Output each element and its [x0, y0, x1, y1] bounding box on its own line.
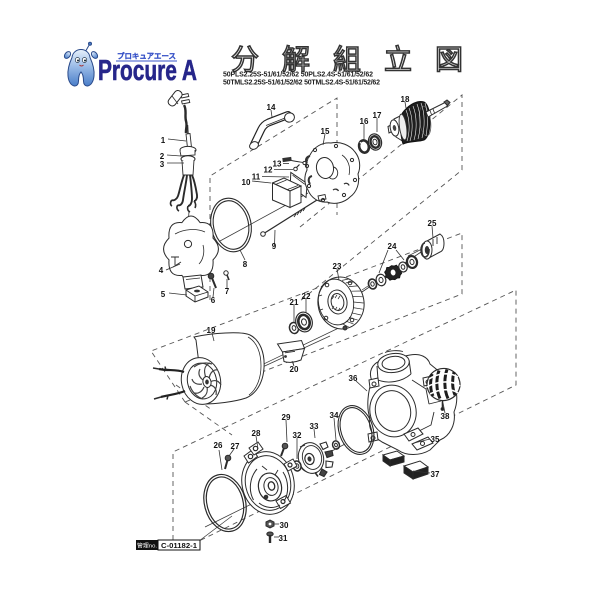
svg-text:25: 25	[428, 219, 437, 228]
svg-text:27: 27	[231, 442, 240, 451]
svg-text:10: 10	[242, 178, 251, 187]
svg-text:50TMLS2.25S-51/61/52/62 50TMLS: 50TMLS2.25S-51/61/52/62 50TMLS2.4S-51/61…	[223, 80, 380, 87]
svg-text:14: 14	[267, 103, 276, 112]
svg-text:28: 28	[252, 429, 261, 438]
svg-text:8: 8	[243, 260, 248, 269]
svg-text:20: 20	[290, 365, 299, 374]
svg-text:24: 24	[388, 242, 397, 251]
svg-text:12: 12	[264, 166, 273, 175]
svg-text:13: 13	[273, 160, 282, 169]
svg-text:4: 4	[159, 266, 164, 275]
svg-text:9: 9	[272, 242, 277, 251]
svg-text:分解組立図: 分解組立図	[231, 43, 486, 75]
svg-text:21: 21	[290, 298, 299, 307]
svg-text:50PLS2.25S-51/61/52/62 50PLS2: 50PLS2.25S-51/61/52/62 50PLS2.4S-51/61/5…	[223, 72, 373, 79]
svg-text:33: 33	[310, 422, 319, 431]
svg-text:C-01182-1: C-01182-1	[161, 541, 197, 550]
svg-text:19: 19	[207, 326, 216, 335]
svg-text:5: 5	[161, 290, 166, 299]
svg-text:29: 29	[282, 413, 291, 422]
svg-text:プロキュアエース: プロキュアエース	[117, 52, 176, 61]
svg-text:7: 7	[225, 287, 230, 296]
svg-text:Procure A: Procure A	[98, 55, 197, 87]
svg-text:3: 3	[160, 160, 165, 169]
svg-text:35: 35	[431, 435, 440, 444]
svg-text:6: 6	[211, 296, 216, 305]
svg-text:38: 38	[441, 412, 450, 421]
svg-text:22: 22	[302, 292, 311, 301]
svg-text:23: 23	[333, 262, 342, 271]
svg-text:2: 2	[160, 152, 165, 161]
svg-text:15: 15	[321, 127, 330, 136]
svg-text:37: 37	[431, 470, 440, 479]
svg-text:26: 26	[214, 441, 223, 450]
svg-text:管理no.: 管理no.	[137, 542, 157, 550]
svg-text:1: 1	[161, 136, 166, 145]
svg-text:36: 36	[349, 374, 358, 383]
svg-text:17: 17	[373, 111, 382, 120]
svg-text:31: 31	[279, 534, 288, 543]
svg-text:34: 34	[330, 411, 339, 420]
svg-text:30: 30	[280, 521, 289, 530]
svg-text:32: 32	[293, 431, 302, 440]
svg-text:16: 16	[360, 117, 369, 126]
svg-text:11: 11	[252, 173, 261, 182]
svg-text:18: 18	[401, 95, 410, 104]
